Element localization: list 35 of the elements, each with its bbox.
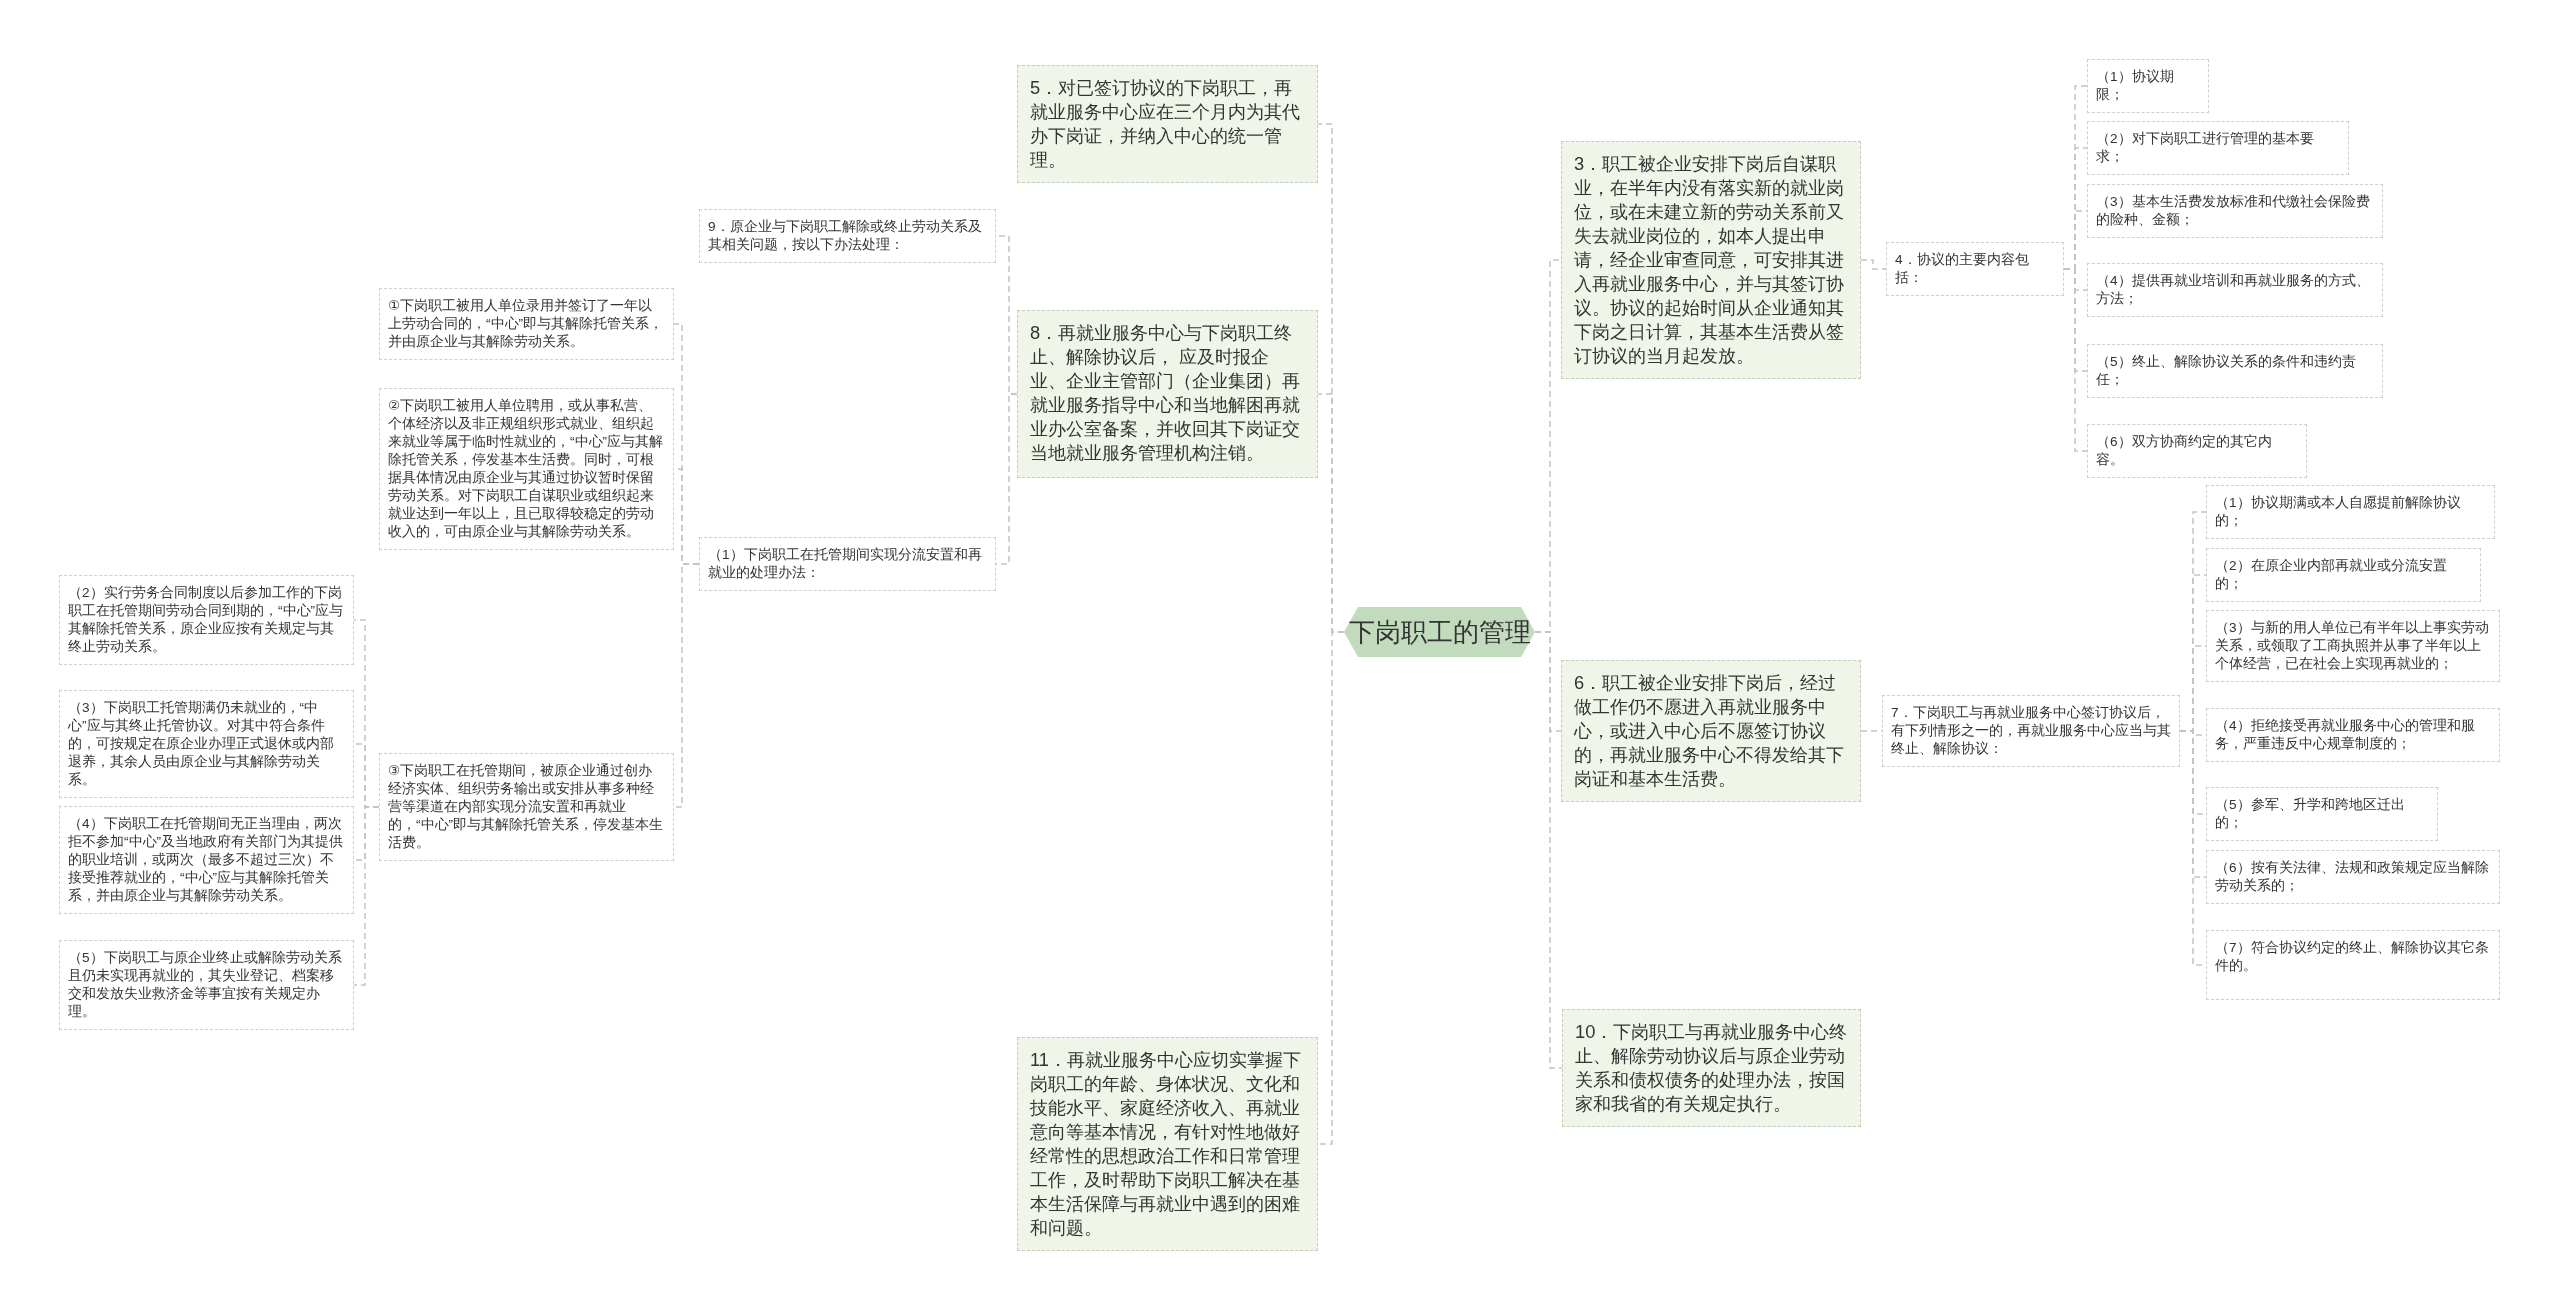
subtopic-box: （3）与新的用人单位已有半年以上事实劳动关系，或领取了工商执照并从事了半年以上个体经营，已在社会上实现再就业的； (2206, 610, 2500, 682)
subtopic-box: （1）协议期限； (2087, 59, 2209, 113)
subtopic-box: （5）参军、升学和跨地区迁出的； (2206, 787, 2438, 841)
topic-box: 8．再就业服务中心与下岗职工终止、解除协议后， 应及时报企业、企业主管部门（企业集团）再就业服务指导中心和当地解困再就业办公室备案，并收回其下岗证交当地就业服务管理机构注销。 (1017, 310, 1318, 478)
subtopic-box: （2）实行劳务合同制度以后参加工作的下岗职工在托管期间劳动合同到期的，“中心”应与其解除托管关系，原企业应按有关规定与其终止劳动关系。 (59, 575, 354, 665)
topic-box: 11．再就业服务中心应切实掌握下岗职工的年龄、身体状况、文化和技能水平、家庭经济收入、再就业意向等基本情况，有针对性地做好经常性的思想政治工作和日常管理工作，及时帮助下岗职工解决在基本生活保障与再就业中遇到的困难和问题。 (1017, 1037, 1318, 1251)
subtopic-box: （4）拒绝接受再就业服务中心的管理和服务，严重违反中心规章制度的； (2206, 708, 2500, 762)
subtopic-box: ③下岗职工在托管期间，被原企业通过创办经济实体、组织劳务输出或安排从事多种经营等渠道在内部实现分流安置和再就业的，“中心”即与其解除托管关系，停发基本生活费。 (379, 753, 674, 861)
connector-line (1860, 259, 1887, 270)
subtopic-box: （5）下岗职工与原企业终止或解除劳动关系且仍未实现再就业的，其失业登记、档案移交和发放失业救济金等事宜按有关规定办理。 (59, 940, 354, 1030)
subtopic-box: （3）下岗职工托管期满仍未就业的，“中心”应与其终止托管协议。对其中符合条件的，可按规定在原企业办理正式退休或内部退养，其余人员由原企业与其解除劳动关系。 (59, 690, 354, 798)
connector-line (673, 563, 700, 808)
subtopic-box: （2）在原企业内部再就业或分流安置的； (2206, 548, 2481, 602)
topic-box: 6．职工被企业安排下岗后，经过做工作仍不愿进入再就业服务中心，或进入中心后不愿签订协议的，再就业服务中心不得发给其下岗证和基本生活费。 (1561, 660, 1861, 802)
subtopic-box: （1）下岗职工在托管期间实现分流安置和再就业的处理办法： (699, 537, 996, 591)
subtopic-box: （1）协议期满或本人自愿提前解除协议的； (2206, 485, 2495, 539)
topic-box: 10．下岗职工与再就业服务中心终止、解除劳动协议后与原企业劳动关系和债权债务的处理办法，按国家和我省的有关规定执行。 (1562, 1009, 1861, 1127)
connector-line (2063, 268, 2088, 452)
connector-line (353, 806, 380, 986)
subtopic-box: （4）下岗职工在托管期间无正当理由，两次拒不参加“中心”及当地政府有关部门为其提供的职业培训，或两次（最多不超过三次）不接受推荐就业的，“中心”应与其解除托管关系，并由原企业与其解除劳动关系。 (59, 806, 354, 914)
subtopic-box: 4．协议的主要内容包括： (1886, 242, 2064, 296)
subtopic-box: （4）提供再就业培训和再就业服务的方式、方法； (2087, 263, 2383, 317)
subtopic-box: （2）对下岗职工进行管理的基本要求； (2087, 121, 2349, 175)
subtopic-box: （7）符合协议约定的终止、解除协议其它条件的。 (2206, 930, 2500, 1000)
central-topic: 下岗职工的管理 (1344, 607, 1535, 657)
topic-box: 3．职工被企业安排下岗后自谋职业，在半年内没有落实新的就业岗位，或在未建立新的劳动关系前又失去就业岗位的，如本人提出申请，经企业审查同意，可安排其进入再就业服务中心，并与其签订协议。协议的起始时间从企业通知其下岗之日计算，其基本生活费从签订协议的当月起发放。 (1561, 141, 1861, 379)
subtopic-box: （6）按有关法律、法规和政策规定应当解除劳动关系的； (2206, 850, 2500, 904)
subtopic-box: ②下岗职工被用人单位聘用，或从事私营、个体经济以及非正规组织形式就业、组织起来就业等属于临时性就业的，“中心”应与其解除托管关系，停发基本生活费。同时，可根据具体情况由原企业与其通过协议暂时保留劳动关系。对下岗职工自谋职业或组织起来就业达到一年以上，且已取得较稳定的劳动收入的，可由原企业与其解除劳动关系。 (379, 388, 674, 550)
subtopic-box: （6）双方协商约定的其它内容。 (2087, 424, 2307, 478)
subtopic-box: （5）终止、解除协议关系的条件和违约责任； (2087, 344, 2383, 398)
subtopic-box: 9．原企业与下岗职工解除或终止劳动关系及其相关问题，按以下办法处理： (699, 209, 996, 263)
topic-box: 5．对已签订协议的下岗职工，再就业服务中心应在三个月内为其代办下岗证，并纳入中心的统一管理。 (1017, 65, 1318, 183)
subtopic-box: （3）基本生活费发放标准和代缴社会保险费的险种、金额； (2087, 184, 2383, 238)
subtopic-box: ①下岗职工被用人单位录用并签订了一年以上劳动合同的，“中心”即与其解除托管关系，并由原企业与其解除劳动关系。 (379, 288, 674, 360)
subtopic-box: 7．下岗职工与再就业服务中心签订协议后，有下列情形之一的，再就业服务中心应当与其终止、解除协议： (1882, 695, 2180, 767)
